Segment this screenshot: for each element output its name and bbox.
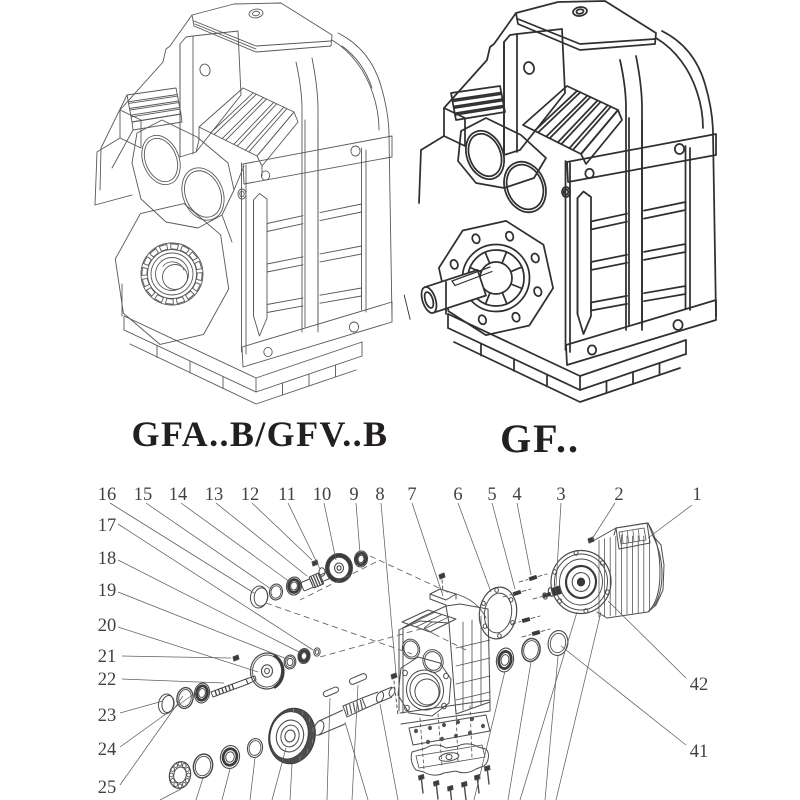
svg-text:23: 23: [98, 706, 117, 726]
svg-text:3: 3: [556, 485, 565, 505]
svg-text:19: 19: [98, 581, 117, 601]
svg-text:GFA..B/GFV..B: GFA..B/GFV..B: [132, 414, 389, 454]
svg-text:7: 7: [407, 485, 416, 505]
svg-text:41: 41: [690, 742, 709, 762]
svg-text:14: 14: [169, 485, 188, 505]
svg-text:16: 16: [98, 485, 117, 505]
svg-text:10: 10: [313, 485, 332, 505]
svg-text:6: 6: [453, 485, 462, 505]
svg-text:2: 2: [614, 485, 623, 505]
svg-text:12: 12: [241, 485, 260, 505]
svg-text:42: 42: [690, 675, 709, 695]
svg-text:11: 11: [278, 485, 296, 505]
svg-text:15: 15: [134, 485, 153, 505]
svg-text:4: 4: [512, 485, 521, 505]
svg-text:8: 8: [375, 485, 384, 505]
svg-text:13: 13: [205, 485, 224, 505]
svg-text:20: 20: [98, 616, 117, 636]
svg-text:GF..: GF..: [500, 416, 580, 461]
svg-text:22: 22: [98, 670, 117, 690]
svg-text:17: 17: [98, 516, 117, 536]
svg-text:18: 18: [98, 549, 117, 569]
svg-text:9: 9: [349, 485, 358, 505]
svg-text:5: 5: [487, 485, 496, 505]
svg-text:24: 24: [98, 740, 117, 760]
svg-text:1: 1: [692, 485, 701, 505]
svg-text:25: 25: [98, 778, 117, 798]
svg-text:21: 21: [98, 647, 117, 667]
